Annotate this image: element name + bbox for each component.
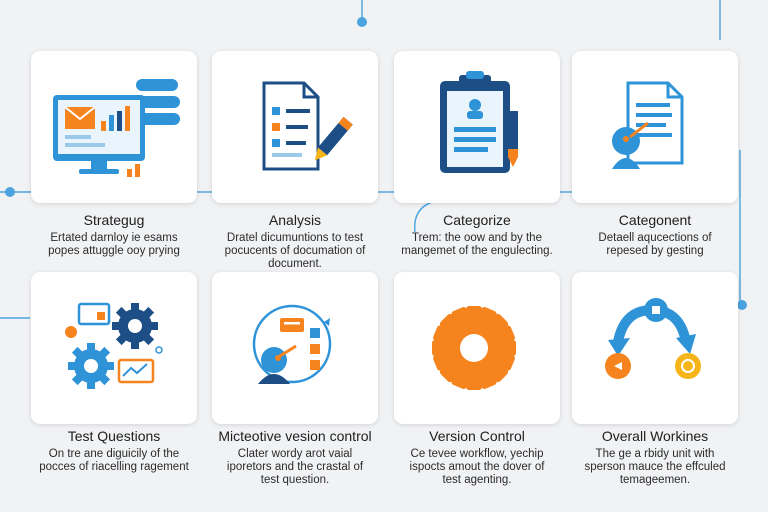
gears-chat-icon bbox=[65, 302, 163, 389]
caption-version-control: Version Control Ce tevee workflow, yechi… bbox=[387, 428, 567, 487]
card-version-control-workflow[interactable] bbox=[212, 272, 378, 424]
card-title: Categonent bbox=[618, 212, 692, 228]
card-categorize[interactable] bbox=[394, 51, 560, 203]
card-desc: Clater wordy arot vaial iporetors and th… bbox=[226, 448, 364, 486]
card-title: Overall Workines bbox=[601, 428, 709, 444]
card-desc: On tre ane diguicily of the pocces of ri… bbox=[39, 448, 189, 473]
card-title: Test Questions bbox=[67, 428, 161, 444]
caption-analysis: Analysis Dratel dicumuntions to test poc… bbox=[205, 212, 385, 271]
monitor-chart-icon bbox=[53, 79, 180, 177]
card-test-questions[interactable] bbox=[31, 272, 197, 424]
card-strategy[interactable] bbox=[31, 51, 197, 203]
card-title: Strategug bbox=[83, 212, 145, 228]
card-title: Analysis bbox=[268, 212, 322, 228]
caption-categonent: Categonent Detaell aqucections of repese… bbox=[565, 212, 745, 258]
caption-test-questions: Test Questions On tre ane diguicily of t… bbox=[24, 428, 204, 474]
card-desc: The ge a rbidy unit with sperson mauce t… bbox=[584, 448, 726, 486]
card-overall-workines[interactable] bbox=[572, 272, 738, 424]
card-analysis[interactable] bbox=[212, 51, 378, 203]
card-desc: Trem: the oow and by the mangemet of the… bbox=[401, 232, 553, 257]
caption-strategy: Strategug Ertated darnloy ie esams popes… bbox=[24, 212, 204, 258]
workflow-person-icon bbox=[252, 304, 332, 384]
card-title: Micteotive vesion control bbox=[218, 428, 372, 444]
caption-categorize: Categorize Trem: the oow and by the mang… bbox=[387, 212, 567, 258]
card-version-control[interactable] bbox=[394, 272, 560, 424]
card-desc: Dratel dicumuntions to test pocucents of… bbox=[224, 232, 366, 270]
caption-version-control-workflow: Micteotive vesion control Clater wordy a… bbox=[205, 428, 385, 487]
card-desc: Ertated darnloy ie esams popes attuggle … bbox=[48, 232, 180, 257]
clipboard-icon bbox=[440, 71, 518, 173]
document-user-icon bbox=[612, 81, 684, 169]
document-pen-icon bbox=[262, 81, 353, 171]
card-desc: Detaell aqucections of repesed by gestin… bbox=[598, 232, 712, 257]
gear-icon bbox=[432, 306, 516, 390]
cycle-arrows-icon bbox=[605, 298, 701, 379]
card-categonent[interactable] bbox=[572, 51, 738, 203]
caption-overall-workines: Overall Workines The ge a rbidy unit wit… bbox=[565, 428, 745, 487]
card-title: Categorize bbox=[443, 212, 511, 228]
card-title: Version Control bbox=[429, 428, 525, 444]
card-desc: Ce tevee workflow, yechip ispocts amout … bbox=[409, 448, 545, 486]
